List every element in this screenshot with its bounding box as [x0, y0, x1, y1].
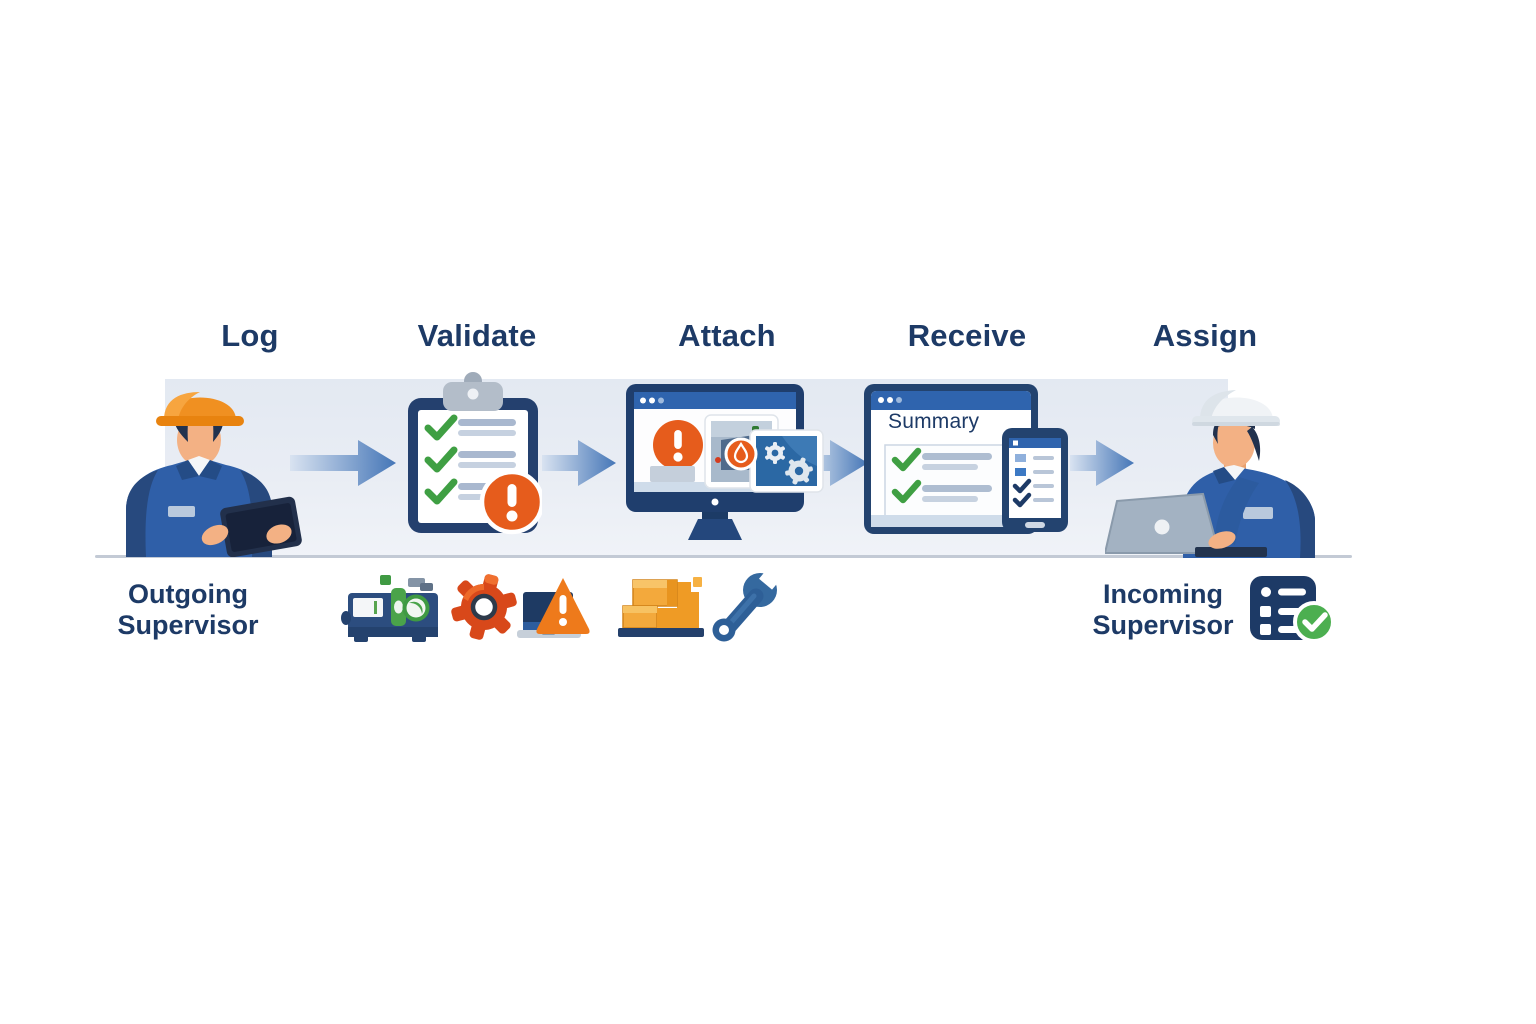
step-label-receive: Receive — [907, 318, 1027, 353]
green-check-icon — [424, 414, 458, 505]
incoming-supervisor-label: Incoming Supervisor — [1092, 579, 1234, 641]
step-label-log: Log — [221, 318, 279, 353]
flow-arrow-icon — [542, 440, 616, 486]
laptop-warning-icon — [513, 570, 597, 640]
gears-attachment-card — [749, 429, 824, 493]
summary-window-title: Summary — [888, 410, 980, 433]
monitor-attachments-icon — [622, 382, 827, 542]
step-label-assign: Assign — [1152, 318, 1258, 353]
wrench-icon — [708, 566, 782, 646]
monitor-stand — [688, 519, 742, 540]
worker-with-laptop-icon — [1105, 377, 1330, 558]
task-list-approved-icon — [1246, 570, 1342, 652]
face — [1213, 418, 1255, 468]
pallet — [618, 628, 704, 637]
gear-icon — [785, 457, 813, 485]
worker-with-tablet-icon — [112, 382, 308, 557]
green-check-icon — [891, 447, 922, 504]
stacked-boxes-icon — [618, 568, 710, 642]
summary-window-icon: Summary — [862, 382, 1040, 536]
step-label-attach: Attach — [678, 318, 776, 353]
chest-pocket — [168, 506, 195, 517]
flow-arrow-icon — [812, 440, 868, 486]
laptop — [1105, 492, 1267, 557]
hand — [1208, 531, 1236, 549]
undershirt — [188, 456, 210, 476]
arm — [1215, 477, 1259, 545]
flow-arrow-icon — [290, 440, 396, 486]
browser-titlebar — [634, 392, 796, 409]
approved-check-badge — [1293, 601, 1335, 643]
flow-arrow-icon — [1070, 440, 1134, 486]
industrial-machine-icon — [330, 564, 442, 644]
hand — [201, 524, 229, 546]
droplet-badge-icon — [724, 437, 758, 471]
undershirt — [1224, 465, 1245, 480]
outgoing-supervisor-label: Outgoing Supervisor — [117, 579, 259, 641]
checklist-clipboard-icon — [404, 368, 542, 540]
gear-icon — [765, 442, 785, 464]
mobile-checklist-icon — [1000, 426, 1070, 534]
chest-pocket — [1243, 507, 1273, 519]
hand — [266, 524, 292, 544]
machine-display — [353, 598, 383, 617]
face — [177, 414, 221, 466]
step-label-validate: Validate — [417, 318, 537, 353]
gear-icon — [448, 570, 520, 642]
divider-line — [95, 555, 1352, 558]
